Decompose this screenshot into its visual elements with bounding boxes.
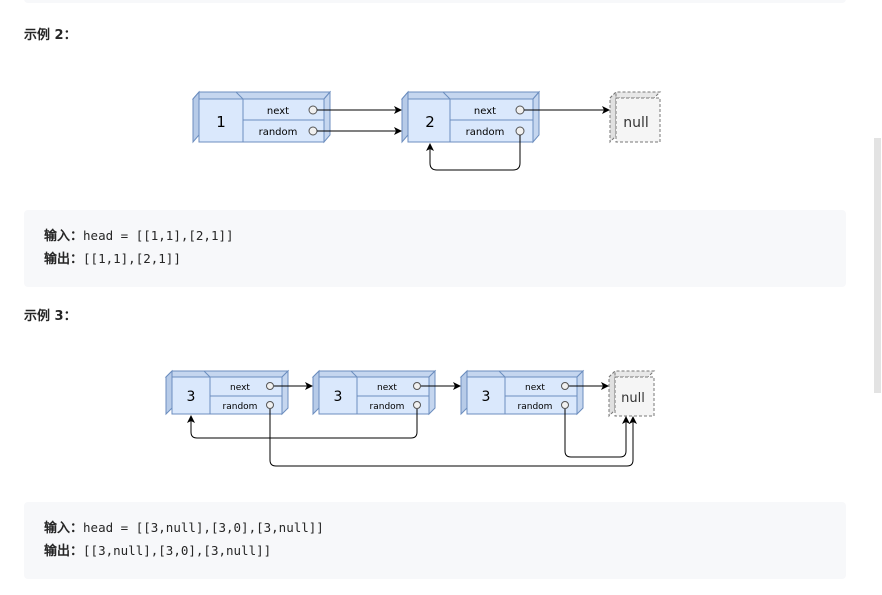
- example-2-code-block: 输入：head = [[1,1],[2,1]] 输出：[[1,1],[2,1]]: [24, 210, 846, 287]
- output-label: 输出：: [44, 252, 84, 267]
- input-line: 输入：head = [[1,1],[2,1]]: [44, 225, 846, 248]
- node-value: 1: [216, 113, 226, 131]
- list-node: 3 next random: [459, 369, 585, 416]
- node-value: 3: [187, 389, 196, 405]
- next-pointer-dot: [413, 382, 421, 390]
- next-pointer-dot: [266, 382, 274, 390]
- output-label: 输出：: [44, 544, 84, 559]
- random-arrow: [564, 409, 630, 458]
- list-node: 3 next random: [311, 369, 437, 416]
- null-label: null: [623, 115, 649, 131]
- output-line: 输出：[[1,1],[2,1]]: [44, 248, 846, 271]
- node-value: 3: [334, 389, 343, 405]
- input-line: 输入：head = [[3,null],[3,0],[3,null]]: [44, 517, 846, 540]
- next-label: next: [230, 383, 250, 393]
- example-3-heading: 示例 3：: [24, 309, 77, 324]
- example-3-code-block: 输入：head = [[3,null],[3,0],[3,null]] 输出：[…: [24, 502, 846, 579]
- next-pointer-dot: [561, 382, 569, 390]
- random-arrow: [269, 409, 637, 467]
- input-value: head = [[3,null],[3,0],[3,null]]: [83, 520, 324, 535]
- list-node: 3 next random: [164, 369, 290, 416]
- previous-code-block: [24, 0, 846, 3]
- random-pointer-dot: [413, 401, 421, 409]
- random-label: random: [466, 127, 505, 138]
- input-label: 输入：: [44, 229, 84, 244]
- random-pointer-dot: [266, 401, 274, 409]
- next-label: next: [267, 106, 289, 117]
- random-label: random: [223, 402, 258, 412]
- null-label: null: [621, 391, 645, 406]
- next-label: next: [474, 106, 496, 117]
- next-pointer-dot: [515, 105, 525, 115]
- example-2-heading: 示例 2：: [24, 28, 77, 43]
- null-node: null: [607, 369, 656, 418]
- random-label: random: [370, 402, 405, 412]
- list-node: 1 next random: [191, 90, 332, 144]
- output-value: [[3,null],[3,0],[3,null]]: [83, 543, 272, 558]
- output-line: 输出：[[3,null],[3,0],[3,null]]: [44, 540, 846, 563]
- random-pointer-dot: [308, 126, 318, 136]
- random-pointer-dot: [561, 401, 569, 409]
- output-value: [[1,1],[2,1]]: [83, 251, 181, 266]
- next-pointer-dot: [308, 105, 318, 115]
- random-arrow: [426, 135, 521, 171]
- node-value: 2: [425, 113, 435, 131]
- random-label: random: [518, 402, 553, 412]
- list-node: 2 next random: [400, 90, 541, 144]
- random-label: random: [259, 127, 298, 138]
- next-label: next: [525, 383, 545, 393]
- scrollbar-thumb[interactable]: [874, 138, 881, 393]
- input-label: 输入：: [44, 521, 84, 536]
- input-value: head = [[1,1],[2,1]]: [83, 228, 234, 243]
- next-label: next: [377, 383, 397, 393]
- random-arrow: [187, 409, 418, 439]
- null-node: null: [608, 90, 662, 144]
- random-pointer-dot: [515, 126, 525, 136]
- node-value: 3: [482, 389, 491, 405]
